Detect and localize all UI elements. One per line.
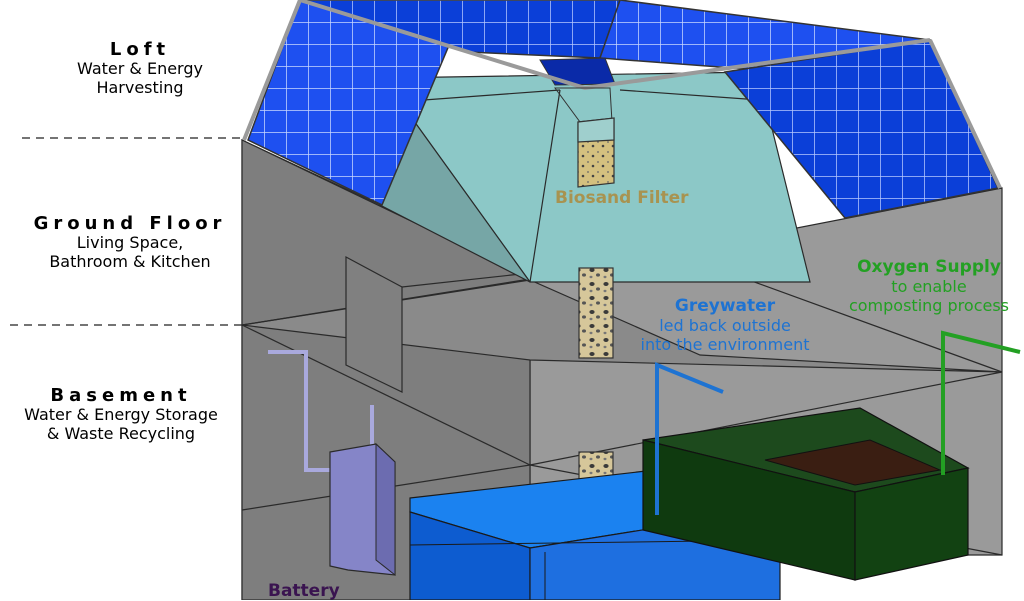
callout-line: into the environment: [640, 335, 810, 354]
callout-title: Battery: [268, 581, 340, 601]
greywater-callout: Greywater led back outside into the envi…: [620, 296, 830, 355]
callout-title: Greywater: [674, 296, 776, 316]
level-desc: Harvesting: [96, 78, 184, 97]
compost-contents: [764, 439, 942, 486]
level-desc: Bathroom & Kitchen: [49, 252, 211, 271]
oxygen-pipe: [941, 330, 1021, 475]
ground-floor-plane: [241, 279, 1003, 373]
level-title: Ground Floor: [33, 213, 227, 234]
level-desc: Water & Energy Storage: [24, 405, 218, 424]
callout-line: to enable: [891, 277, 967, 296]
biosand-filter-callout: Biosand Filter: [555, 189, 689, 208]
level-ground-label: Ground Floor Living Space, Bathroom & Ki…: [20, 214, 240, 271]
callout-title: Biosand Filter: [555, 188, 689, 208]
biosand-filter-column: [578, 267, 614, 359]
level-loft-label: Loft Water & Energy Harvesting: [40, 40, 240, 97]
level-title: Basement: [50, 385, 192, 406]
level-basement-label: Basement Water & Energy Storage & Waste …: [0, 386, 242, 443]
level-title: Loft: [109, 39, 171, 60]
callout-title: Oxygen Supply: [857, 257, 1001, 277]
biosand-filter-top-empty: [577, 117, 615, 143]
level-desc: Living Space,: [76, 233, 184, 252]
ground-floor-edge-2: [529, 371, 1003, 466]
battery-box-side: [375, 442, 396, 577]
callout-line: led back outside: [659, 316, 791, 335]
loft-inner-line-2: [529, 89, 561, 283]
ground-floor-edge: [241, 324, 531, 466]
callout-line: composting process: [848, 296, 1010, 315]
greywater-pipe: [655, 362, 724, 515]
roof-ridge-right: [928, 39, 1002, 189]
roof-ridge-left: [242, 0, 302, 141]
level-desc: Water & Energy: [77, 59, 203, 78]
battery-callout: Battery: [268, 582, 340, 601]
oxygen-supply-callout: Oxygen Supply to enable composting proce…: [834, 257, 1024, 316]
level-desc: & Waste Recycling: [46, 424, 196, 443]
interior-wall-line: [401, 272, 531, 288]
battery-wire-1: [268, 350, 330, 472]
water-tank-front: [409, 511, 531, 600]
compost-bin-right: [854, 467, 969, 581]
interior-door: [345, 255, 403, 393]
loft-inner-line-3: [619, 89, 761, 101]
